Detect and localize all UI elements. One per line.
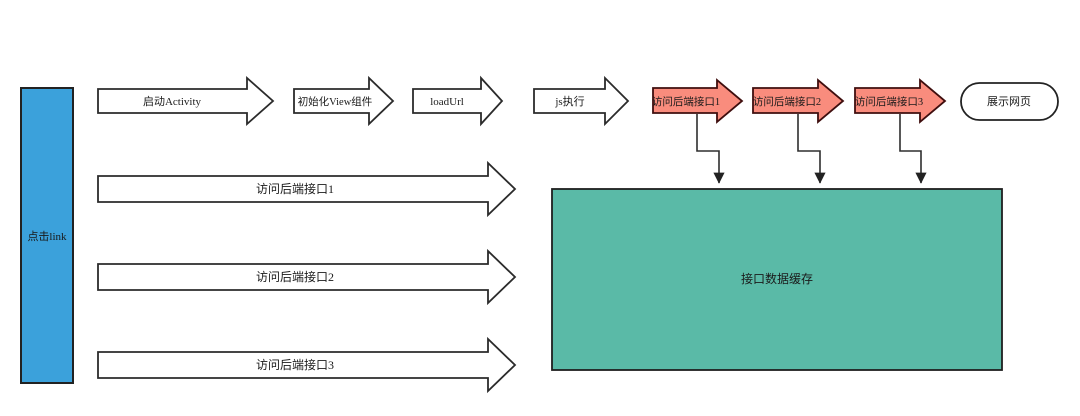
- arrow-start-activity: 启动Activity: [97, 76, 275, 126]
- connector-api1: [696, 114, 725, 184]
- show-webpage-label: 展示网页: [987, 95, 1031, 108]
- arrow-api1-red: 访问后端接口1: [652, 78, 744, 124]
- arrow-loadurl-shape: [412, 75, 504, 127]
- arrow-api3-long-shape: [97, 336, 517, 394]
- arrow-api1-red-shape: [652, 78, 744, 124]
- arrow-start-activity-shape: [97, 76, 275, 126]
- arrow-api3-long-label: 访问后端接口3: [256, 357, 334, 372]
- arrow-api2-red: 访问后端接口2: [752, 78, 845, 124]
- arrow-loadurl: loadUrl: [412, 75, 504, 127]
- arrow-api3-red: 访问后端接口3: [854, 78, 947, 124]
- arrow-api1-long: 访问后端接口1: [97, 160, 517, 218]
- arrow-js-exec-shape: [533, 75, 630, 127]
- arrow-start-activity-label: 启动Activity: [143, 95, 202, 108]
- arrow-api2-long-shape: [97, 248, 517, 306]
- show-webpage-shape: [960, 82, 1059, 121]
- click-link-label: 点击link: [27, 230, 67, 243]
- arrow-init-view-label: 初始化View组件: [298, 95, 373, 108]
- arrow-js-exec: js执行: [533, 75, 630, 127]
- arrow-api3-long: 访问后端接口3: [97, 336, 517, 394]
- arrow-api1-red-label: 访问后端接口1: [652, 95, 720, 108]
- arrow-api2-long: 访问后端接口2: [97, 248, 517, 306]
- arrow-api1-long-shape: [97, 160, 517, 218]
- arrow-api3-red-shape: [854, 78, 947, 124]
- click-link-shape: [20, 87, 74, 384]
- arrow-init-view: 初始化View组件: [293, 75, 395, 127]
- cache-label: 接口数据缓存: [741, 271, 813, 286]
- arrow-api1-long-label: 访问后端接口1: [256, 181, 334, 196]
- node-click-link: 点击link: [20, 87, 74, 384]
- arrow-api2-red-shape: [752, 78, 845, 124]
- arrow-api2-long-label: 访问后端接口2: [256, 269, 334, 284]
- arrow-api3-red-label: 访问后端接口3: [855, 95, 923, 108]
- connector-api3: [899, 114, 927, 184]
- arrow-api2-red-label: 访问后端接口2: [753, 95, 821, 108]
- node-cache: 接口数据缓存: [551, 188, 1003, 371]
- node-show-webpage: 展示网页: [960, 82, 1059, 121]
- arrow-init-view-shape: [293, 75, 395, 127]
- connector-api2: [797, 114, 826, 184]
- arrow-js-exec-label: js执行: [554, 94, 584, 108]
- arrow-loadurl-label: loadUrl: [430, 96, 464, 108]
- cache-shape: [551, 188, 1003, 371]
